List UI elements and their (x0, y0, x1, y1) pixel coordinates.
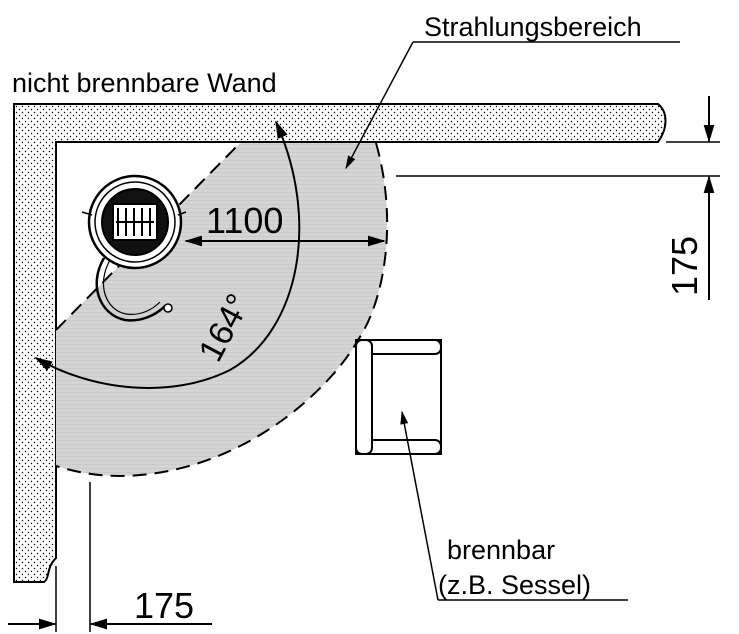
radiation-zone-boundary (55, 142, 389, 478)
flammable-example-label: (z.B. Sessel) (438, 570, 591, 600)
radius-label: 1100 (206, 200, 283, 241)
flammable-label: brennbar (447, 535, 555, 565)
armchair (355, 339, 442, 455)
radiation-zone-label: Strahlungsbereich (424, 12, 642, 42)
angle-arc (34, 120, 301, 389)
wall-label: nicht brennbare Wand (12, 68, 277, 98)
bottom-distance-label: 175 (134, 585, 194, 626)
radiation-zone-leader (345, 41, 414, 170)
flammable-leader (400, 410, 439, 601)
right-distance-label: 175 (664, 236, 705, 296)
